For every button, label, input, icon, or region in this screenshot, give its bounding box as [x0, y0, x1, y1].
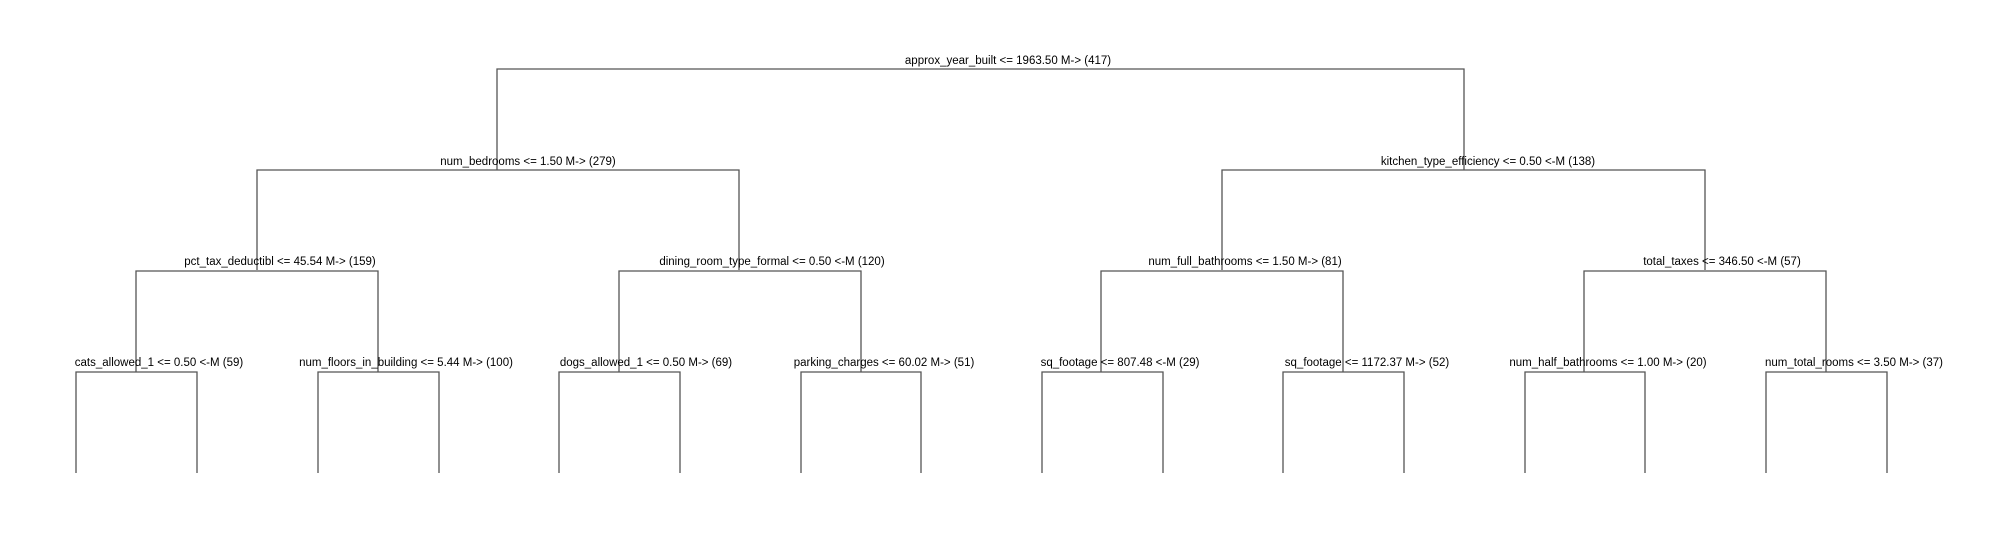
node-l2-1-label: dining_room_type_formal <= 0.50 <-M (120…: [659, 256, 885, 268]
node-l3-7-label: num_total_rooms <= 3.50 M-> (37): [1765, 357, 1943, 369]
edge-l3-4: [1041, 371, 1164, 473]
node-l3-6-label: num_half_bathrooms <= 1.00 M-> (20): [1509, 357, 1706, 369]
edge-l3-3: [800, 371, 922, 473]
edge-l3-5: [1282, 371, 1405, 473]
node-l3-5-label: sq_footage <= 1172.37 M-> (52): [1285, 357, 1450, 369]
edge-root: [496, 68, 1465, 170]
node-l3-4-label: sq_footage <= 807.48 <-M (29): [1041, 357, 1200, 369]
node-l2-2-label: num_full_bathrooms <= 1.50 M-> (81): [1148, 256, 1342, 268]
edge-l3-6: [1524, 371, 1646, 473]
edge-l3-0: [75, 371, 198, 473]
node-l3-3-label: parking_charges <= 60.02 M-> (51): [794, 357, 975, 369]
node-l1-1-label: kitchen_type_efficiency <= 0.50 <-M (138…: [1381, 156, 1595, 168]
edge-l3-2: [558, 371, 681, 473]
node-l1-0-label: num_bedrooms <= 1.50 M-> (279): [440, 156, 616, 168]
edge-l3-1: [317, 371, 440, 473]
node-l3-0-label: cats_allowed_1 <= 0.50 <-M (59): [75, 357, 244, 369]
node-l3-2-label: dogs_allowed_1 <= 0.50 M-> (69): [560, 357, 732, 369]
edge-l1-1: [1221, 169, 1706, 270]
edge-l2-0: [135, 270, 379, 372]
edge-l2-2: [1100, 270, 1344, 372]
edge-l3-7: [1765, 371, 1888, 473]
node-l2-0-label: pct_tax_deductibl <= 45.54 M-> (159): [184, 256, 376, 268]
edge-l2-3: [1583, 270, 1827, 372]
node-l3-1-label: num_floors_in_building <= 5.44 M-> (100): [299, 357, 513, 369]
edge-l1-0: [256, 169, 740, 270]
node-l2-3-label: total_taxes <= 346.50 <-M (57): [1643, 256, 1801, 268]
node-root-label: approx_year_built <= 1963.50 M-> (417): [905, 55, 1111, 67]
edge-l2-1: [618, 270, 862, 372]
